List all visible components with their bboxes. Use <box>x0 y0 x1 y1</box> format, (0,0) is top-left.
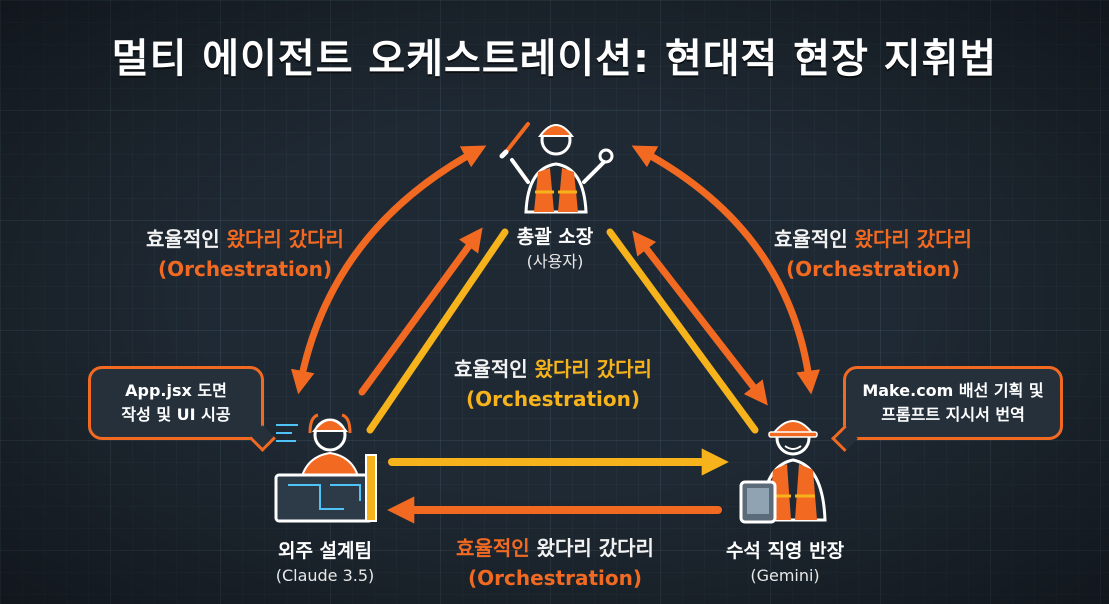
director-label: 총괄 소장 (사용자) <box>460 224 650 274</box>
flow-left-text: 효율적인 <box>146 227 227 251</box>
arrow-outer-left <box>291 145 487 395</box>
arrow-foreman-to-director <box>632 230 768 406</box>
hard-hat-icon <box>538 124 574 137</box>
flow-bottom-text: 효율적인 <box>456 536 537 560</box>
flow-label-center: 효율적인 왔다리 갔다리 (Orchestration) <box>418 354 688 414</box>
foreman-sub: (Gemini) <box>750 566 820 585</box>
foreman-note-line1: Make.com 배선 기획 및 <box>862 381 1044 400</box>
conductor-baton-icon <box>504 122 530 154</box>
flow-label-right: 효율적인 왔다리 갔다리 (Orchestration) <box>738 224 1008 284</box>
blueprint-icon <box>274 473 374 523</box>
design-team-figure <box>274 413 377 523</box>
flow-left-english: (Orchestration) <box>157 257 333 281</box>
arrow-design-to-director <box>358 227 483 396</box>
director-sub: (사용자) <box>526 252 584 271</box>
foreman-note-bubble: Make.com 배선 기획 및 프롬프트 지시서 번역 <box>831 366 1063 452</box>
foreman-name: 수석 직영 반장 <box>725 540 845 562</box>
flow-right-english: (Orchestration) <box>785 257 961 281</box>
design-team-note-line2: 작성 및 UI 시공 <box>121 405 231 424</box>
ruler-icon <box>365 454 377 522</box>
flow-left-accent: 왔다리 갔다리 <box>226 227 344 251</box>
flow-label-bottom: 효율적인 왔다리 갔다리 (Orchestration) <box>420 533 690 593</box>
foreman-figure <box>739 420 827 524</box>
director-figure <box>499 122 614 214</box>
design-team-label: 외주 설계팀 (Claude 3.5) <box>230 538 420 588</box>
flow-right-accent: 왔다리 갔다리 <box>854 227 972 251</box>
flow-label-left: 효율적인 왔다리 갔다리 (Orchestration) <box>110 224 380 284</box>
flow-bottom-accent: 왔다리 갔다리 <box>536 536 654 560</box>
flow-center-english: (Orchestration) <box>465 387 641 411</box>
flow-right-text: 효율적인 <box>774 227 855 251</box>
arrow-director-to-design <box>366 228 509 434</box>
design-team-note-line1: App.jsx 도면 <box>125 381 227 400</box>
flow-center-text: 효율적인 <box>454 357 535 381</box>
design-team-name: 외주 설계팀 <box>277 540 372 562</box>
foreman-label: 수석 직영 반장 (Gemini) <box>690 538 880 588</box>
foreman-note-line2: 프롬프트 지시서 번역 <box>881 405 1025 424</box>
design-team-note-bubble: App.jsx 도면 작성 및 UI 시공 <box>88 366 276 452</box>
page-title: 멀티 에이전트 오케스트레이션: 현대적 현장 지휘법 <box>111 36 998 82</box>
director-name: 총괄 소장 <box>516 226 594 248</box>
flow-bottom-english: (Orchestration) <box>467 566 643 590</box>
design-team-sub: (Claude 3.5) <box>275 566 375 585</box>
flow-center-accent: 왔다리 갔다리 <box>534 357 652 381</box>
